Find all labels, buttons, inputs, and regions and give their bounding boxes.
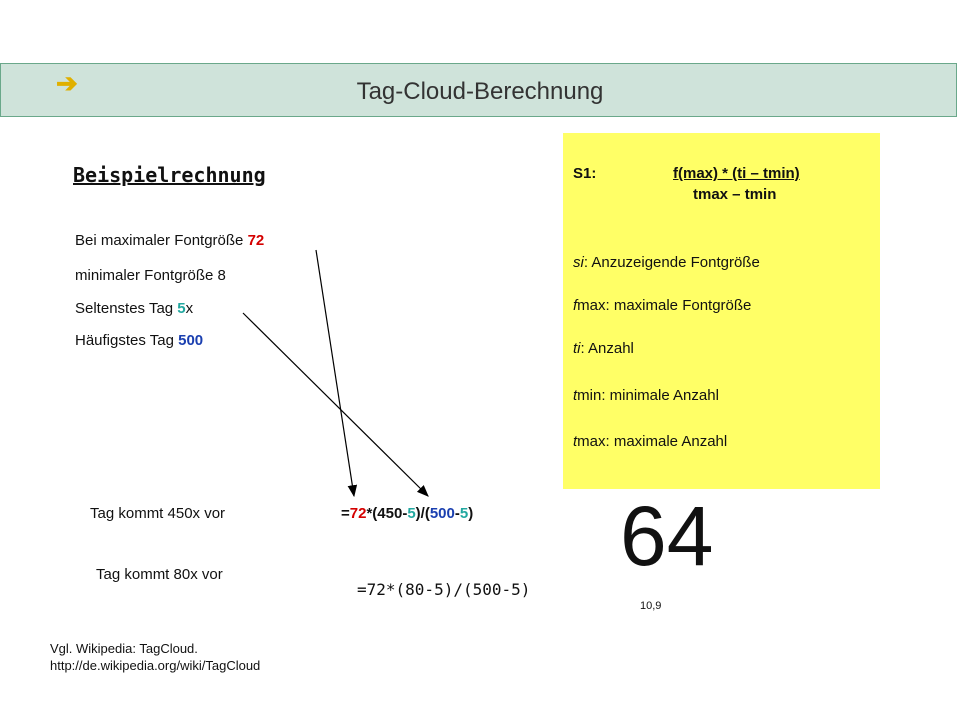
example-heading: Beispielrechnung [73, 163, 266, 187]
formula-value-72: 72 [349, 505, 367, 522]
def-symbol: f [573, 297, 578, 314]
row2-result: 10,9 [640, 600, 662, 612]
formula-box [563, 133, 880, 489]
formula-part: = [341, 505, 350, 522]
min-font-line: minimaler Fontgröße 8 [75, 267, 226, 284]
arrow-72-to-formula [315, 249, 358, 498]
formula-value-5: 5 [459, 505, 469, 522]
def-text: : Anzahl [580, 340, 634, 357]
max-font-value: 72 [247, 232, 265, 249]
row2-formula: =72*(80-5)/(500-5) [357, 580, 531, 599]
definition-si: si: Anzuzeigende Fontgröße [573, 254, 760, 271]
rarest-suffix: x [185, 300, 194, 317]
title-bar [0, 63, 957, 117]
formula-part: - [454, 505, 460, 522]
rarest-tag-line: Seltenstes Tag 5x [75, 300, 193, 317]
def-symbol: si [573, 254, 584, 271]
source-citation: Vgl. Wikipedia: TagCloud. http://de.wiki… [50, 640, 260, 674]
most-value: 500 [178, 332, 204, 349]
most-frequent-tag-line: Häufigstes Tag 500 [75, 332, 203, 349]
row1-formula: =72*(450-5)/(500-5) [341, 505, 473, 522]
formula-denominator: tmax – tmin [693, 186, 777, 203]
row2-label: Tag kommt 80x vor [96, 566, 223, 583]
formula-value-5: 5 [407, 505, 416, 522]
rarest-label: Seltenstes Tag [75, 300, 178, 317]
source-line-1: Vgl. Wikipedia: TagCloud. [50, 641, 198, 656]
page-title: Tag-Cloud-Berechnung [356, 78, 604, 105]
max-font-label: Bei maximaler Fontgröße [75, 232, 248, 249]
row1-label: Tag kommt 450x vor [90, 505, 226, 522]
max-font-line: Bei maximaler Fontgröße 72 [75, 232, 264, 249]
formula-part: *(450- [366, 505, 408, 522]
definition-tmin: tmin: minimale Anzahl [573, 387, 719, 404]
def-symbol: t [573, 433, 578, 450]
arrow-5-to-formula [242, 312, 429, 497]
rarest-value: 5 [177, 300, 186, 317]
arrow-right-icon: ➔ [56, 68, 78, 98]
def-symbol: ti [573, 340, 581, 357]
formula-name: S1: [573, 165, 597, 182]
row1-result: 64 [620, 489, 714, 583]
def-text: max: maximale Fontgröße [577, 297, 752, 314]
def-text: : Anzuzeigende Fontgröße [583, 254, 760, 271]
definition-ti: ti: Anzahl [573, 340, 634, 357]
definition-tmax: tmax: maximale Anzahl [573, 433, 727, 450]
formula-numerator: f(max) * (ti – tmin) [673, 165, 800, 182]
def-text: min: minimale Anzahl [577, 387, 719, 404]
formula-value-500: 500 [429, 505, 455, 522]
def-symbol: t [573, 387, 578, 404]
formula-part: ) [468, 505, 474, 522]
def-text: max: maximale Anzahl [577, 433, 728, 450]
most-label: Häufigstes Tag [75, 332, 179, 349]
formula-part: )/( [415, 505, 430, 522]
source-url: http://de.wikipedia.org/wiki/TagCloud [50, 658, 261, 673]
definition-fmax: fmax: maximale Fontgröße [573, 297, 751, 314]
